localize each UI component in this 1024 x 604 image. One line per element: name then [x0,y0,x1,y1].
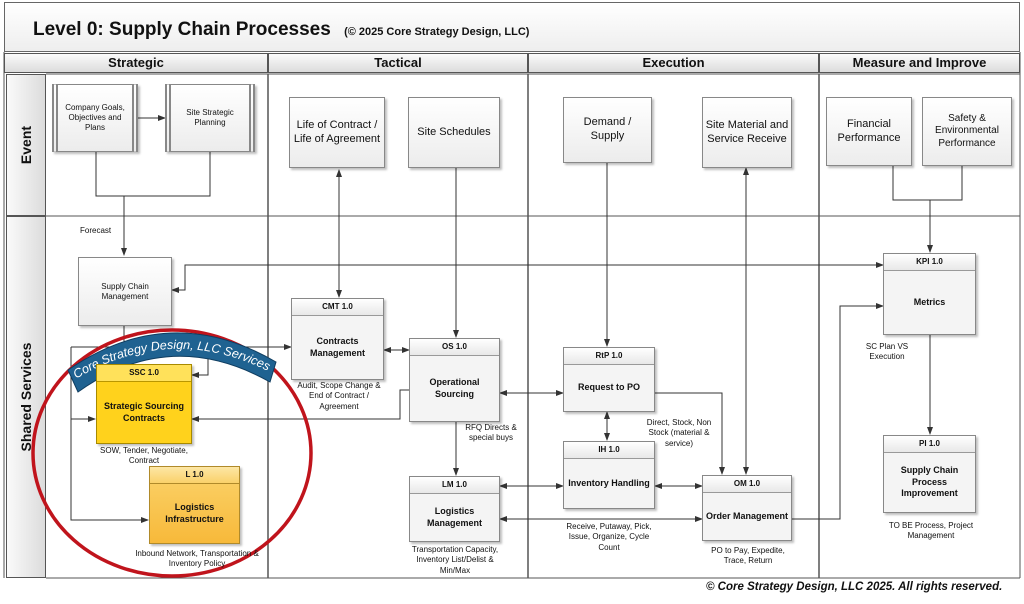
process-ih[interactable]: IH 1.0 Inventory Handling [563,441,655,509]
process-os[interactable]: OS 1.0 Operational Sourcing [409,338,500,422]
page-title: Level 0: Supply Chain Processes (© 2025 … [33,19,529,41]
process-ih-id: IH 1.0 [564,442,654,459]
process-om[interactable]: OM 1.0 Order Management [702,475,792,541]
lane-label-shared-services: Shared Services [6,216,46,578]
note-sc-plan: SC Plan VS Execution [865,342,909,362]
process-os-id: OS 1.0 [410,339,499,356]
column-header-execution: Execution [528,53,819,73]
process-cmt-id: CMT 1.0 [292,299,383,316]
process-lm[interactable]: LM 1.0 Logistics Management [409,476,500,542]
title-bar: Level 0: Supply Chain Processes (© 2025 … [4,2,1020,52]
note-po-pay: PO to Pay, Expedite, Trace, Return [711,546,785,566]
process-ih-name: Inventory Handling [568,477,650,488]
process-os-name: Operational Sourcing [429,376,480,399]
note-to-be: TO BE Process, Project Management [888,521,974,541]
note-inbound: Inbound Network, Transportation & Invent… [135,549,259,569]
note-forecast: Forecast [80,226,112,235]
process-pi-name: Supply Chain Process Improvement [900,464,959,499]
note-receive: Receive, Putaway, Pick, Issue, Organize,… [566,522,652,552]
column-header-measure: Measure and Improve [819,53,1020,73]
process-cmt[interactable]: CMT 1.0 Contracts Management [291,298,384,380]
process-ssc-name: Strategic Sourcing Contracts [103,400,184,423]
column-header-tactical: Tactical [268,53,528,73]
note-transport: Transportation Capacity, Inventory List/… [411,545,499,575]
event-life-of-contract[interactable]: Life of Contract / Life of Agreement [289,97,385,168]
event-site-strategic-planning[interactable]: Site Strategic Planning [165,84,255,152]
process-rtp-name: Request to PO [577,382,640,393]
process-lm-id: LM 1.0 [410,477,499,494]
process-om-name: Order Management [705,510,789,521]
event-financial-performance[interactable]: Financial Performance [826,97,912,166]
process-rtp[interactable]: RtP 1.0 Request to PO [563,347,655,412]
process-pi-id: PI 1.0 [884,436,975,453]
process-lm-name: Logistics Management [426,505,482,528]
event-demand-supply[interactable]: Demand / Supply [563,97,652,163]
process-li-name: Logistics Infrastructure [165,501,224,524]
footer-copyright: © Core Strategy Design, LLC 2025. All ri… [706,581,1003,593]
process-ssc[interactable]: SSC 1.0 Strategic Sourcing Contracts [96,364,192,444]
process-li[interactable]: L 1.0 Logistics Infrastructure [149,466,240,544]
process-ssc-id: SSC 1.0 [97,365,191,382]
process-cmt-name: Contracts Management [309,335,365,358]
process-kpi-id: KPI 1.0 [884,254,975,271]
event-site-schedules[interactable]: Site Schedules [408,97,500,168]
column-header-strategic: Strategic [4,53,268,73]
note-cmt: Audit, Scope Change & End of Contract / … [297,381,381,411]
process-om-id: OM 1.0 [703,476,791,493]
note-rfq: RFQ Directs & special buys [465,423,517,443]
event-company-goals[interactable]: Company Goals, Objectives and Plans [52,84,138,152]
process-rtp-id: RtP 1.0 [564,348,654,365]
process-kpi-name: Metrics [913,296,946,307]
supply-chain-management-box[interactable]: Supply Chain Management [78,257,172,326]
note-sow: SOW, Tender, Negotiate, Contract [100,446,188,466]
process-li-id: L 1.0 [150,467,239,484]
title-text: Level 0: Supply Chain Processes [33,19,331,40]
process-kpi[interactable]: KPI 1.0 Metrics [883,253,976,335]
highlight-circle [31,328,313,578]
process-pi[interactable]: PI 1.0 Supply Chain Process Improvement [883,435,976,513]
event-site-material[interactable]: Site Material and Service Receive [702,97,792,168]
note-direct: Direct, Stock, Non Stock (material & ser… [646,418,712,448]
event-safety-performance[interactable]: Safety & Environmental Performance [922,97,1012,166]
title-copyright: (© 2025 Core Strategy Design, LLC) [344,26,530,38]
lane-label-event: Event [6,74,46,216]
